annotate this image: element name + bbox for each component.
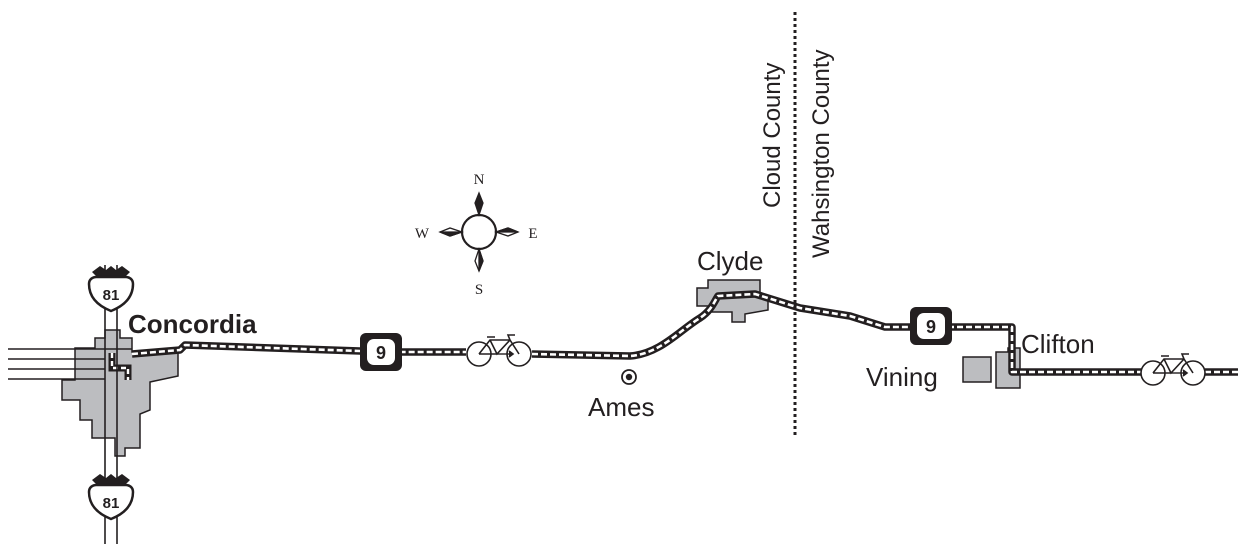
state-route-shield-icon: 9: [360, 333, 402, 371]
compass-south-label: S: [475, 282, 483, 298]
compass-east-label: E: [528, 226, 537, 242]
compass-rose-icon: [438, 191, 520, 273]
west-highway: [8, 348, 132, 380]
state-9-shield-label-east: 9: [926, 317, 936, 337]
compass-north-label: N: [474, 172, 485, 188]
clifton-label: Clifton: [1021, 329, 1095, 359]
us-81-shield-label-south: 81: [103, 495, 120, 512]
us-route-shield-icon: 81: [87, 266, 135, 313]
state-9-shield-label-west: 9: [376, 343, 386, 363]
washington-county-label: Wahsington County: [808, 49, 835, 258]
concordia-town-area: [61, 329, 179, 457]
concordia-label: Concordia: [128, 309, 257, 339]
vining-label: Vining: [866, 362, 938, 392]
state-route-shield-icon: 9: [910, 307, 952, 345]
connector-routes: [108, 353, 132, 380]
bike-route: [131, 290, 1238, 376]
bicycle-icon: [1140, 353, 1206, 386]
highway-9-bike-route: [131, 290, 1238, 376]
clyde-label: Clyde: [697, 246, 763, 276]
ames-label: Ames: [588, 392, 654, 422]
vining-town-area: [962, 356, 992, 383]
town-areas: [61, 279, 1021, 457]
bicycle-icon: [466, 334, 532, 367]
us-81-shield-label-north: 81: [103, 287, 120, 304]
us-route-shield-icon: 81: [87, 474, 135, 521]
town-point-icon: [621, 369, 637, 385]
compass-west-label: W: [415, 226, 430, 242]
cloud-county-label: Cloud County: [759, 63, 786, 208]
clifton-town-area: [995, 347, 1021, 389]
